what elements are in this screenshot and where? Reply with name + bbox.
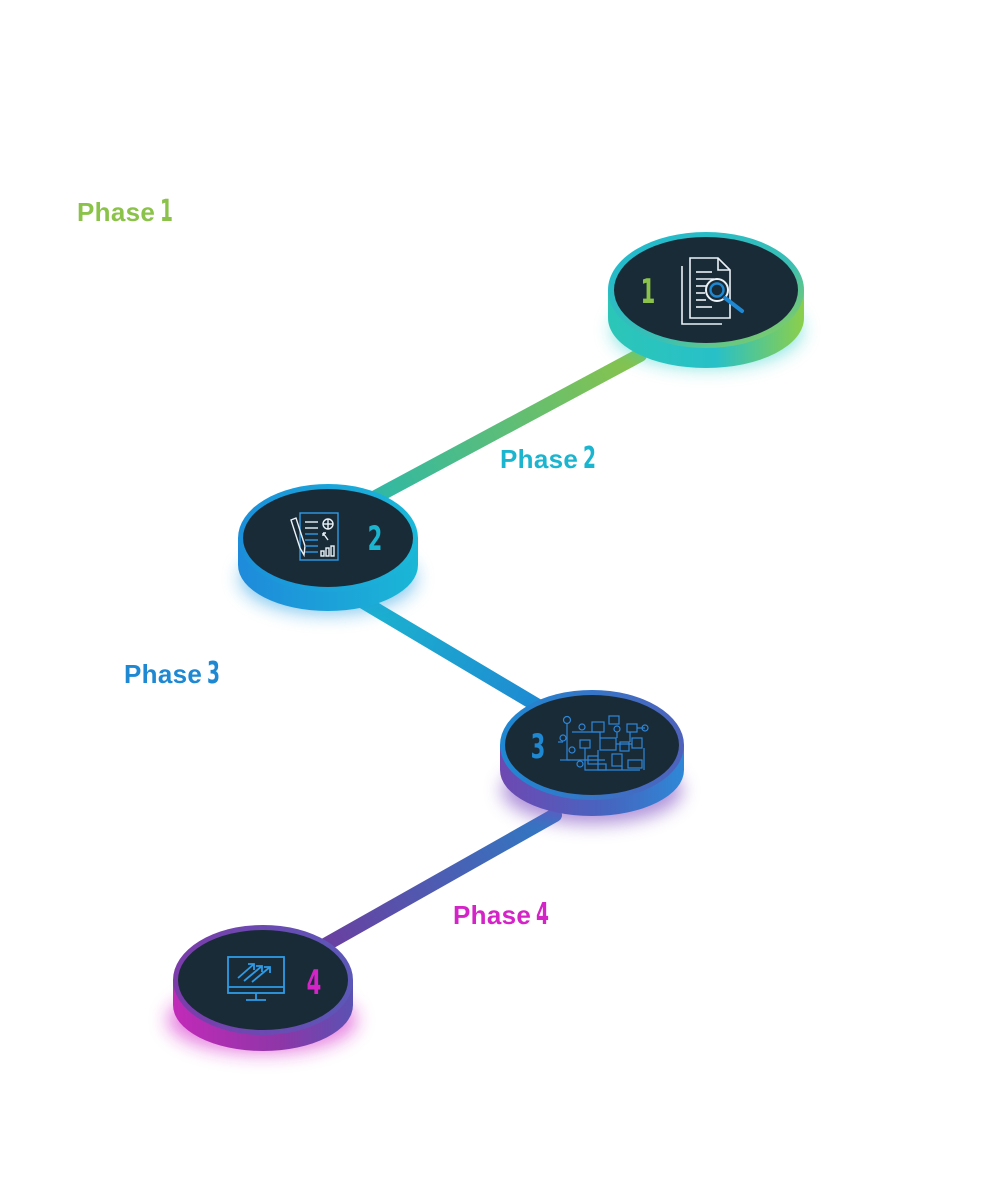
phase-1-label-number: 1 [160, 194, 174, 229]
phase-2-disc-face [243, 489, 413, 587]
phase-1-node: 1 [608, 232, 804, 368]
phase-4-label-number: 4 [536, 897, 550, 932]
phase-2-disc-number: 2 [368, 519, 383, 559]
document-search-icon [681, 257, 744, 325]
phase-1-disc-number: 1 [641, 272, 656, 312]
phase-4-label-word: Phase [453, 900, 532, 930]
connector-2-3 [353, 593, 552, 717]
phase-4-disc-number: 4 [307, 963, 322, 1003]
phase-3-label-word: Phase [124, 659, 203, 689]
connector-3-4 [318, 808, 562, 952]
phase-3-disc-number: 3 [531, 727, 546, 767]
connector-1-2 [363, 348, 647, 507]
phase-2-label-word: Phase [500, 444, 579, 474]
phase-2-label-number: 2 [583, 441, 597, 476]
network-circuit-icon [558, 715, 649, 771]
monitor-growth-icon [227, 956, 285, 1001]
phase-4-disc-face [178, 930, 348, 1030]
phase-4-node: 4 [167, 925, 357, 1054]
phase-1-label-word: Phase [77, 197, 156, 227]
phase-3-node: 3 [500, 690, 684, 824]
report-edit-icon [290, 512, 339, 561]
phase-3-label-number: 3 [207, 656, 221, 691]
phase-2-node: 2 [238, 484, 418, 614]
